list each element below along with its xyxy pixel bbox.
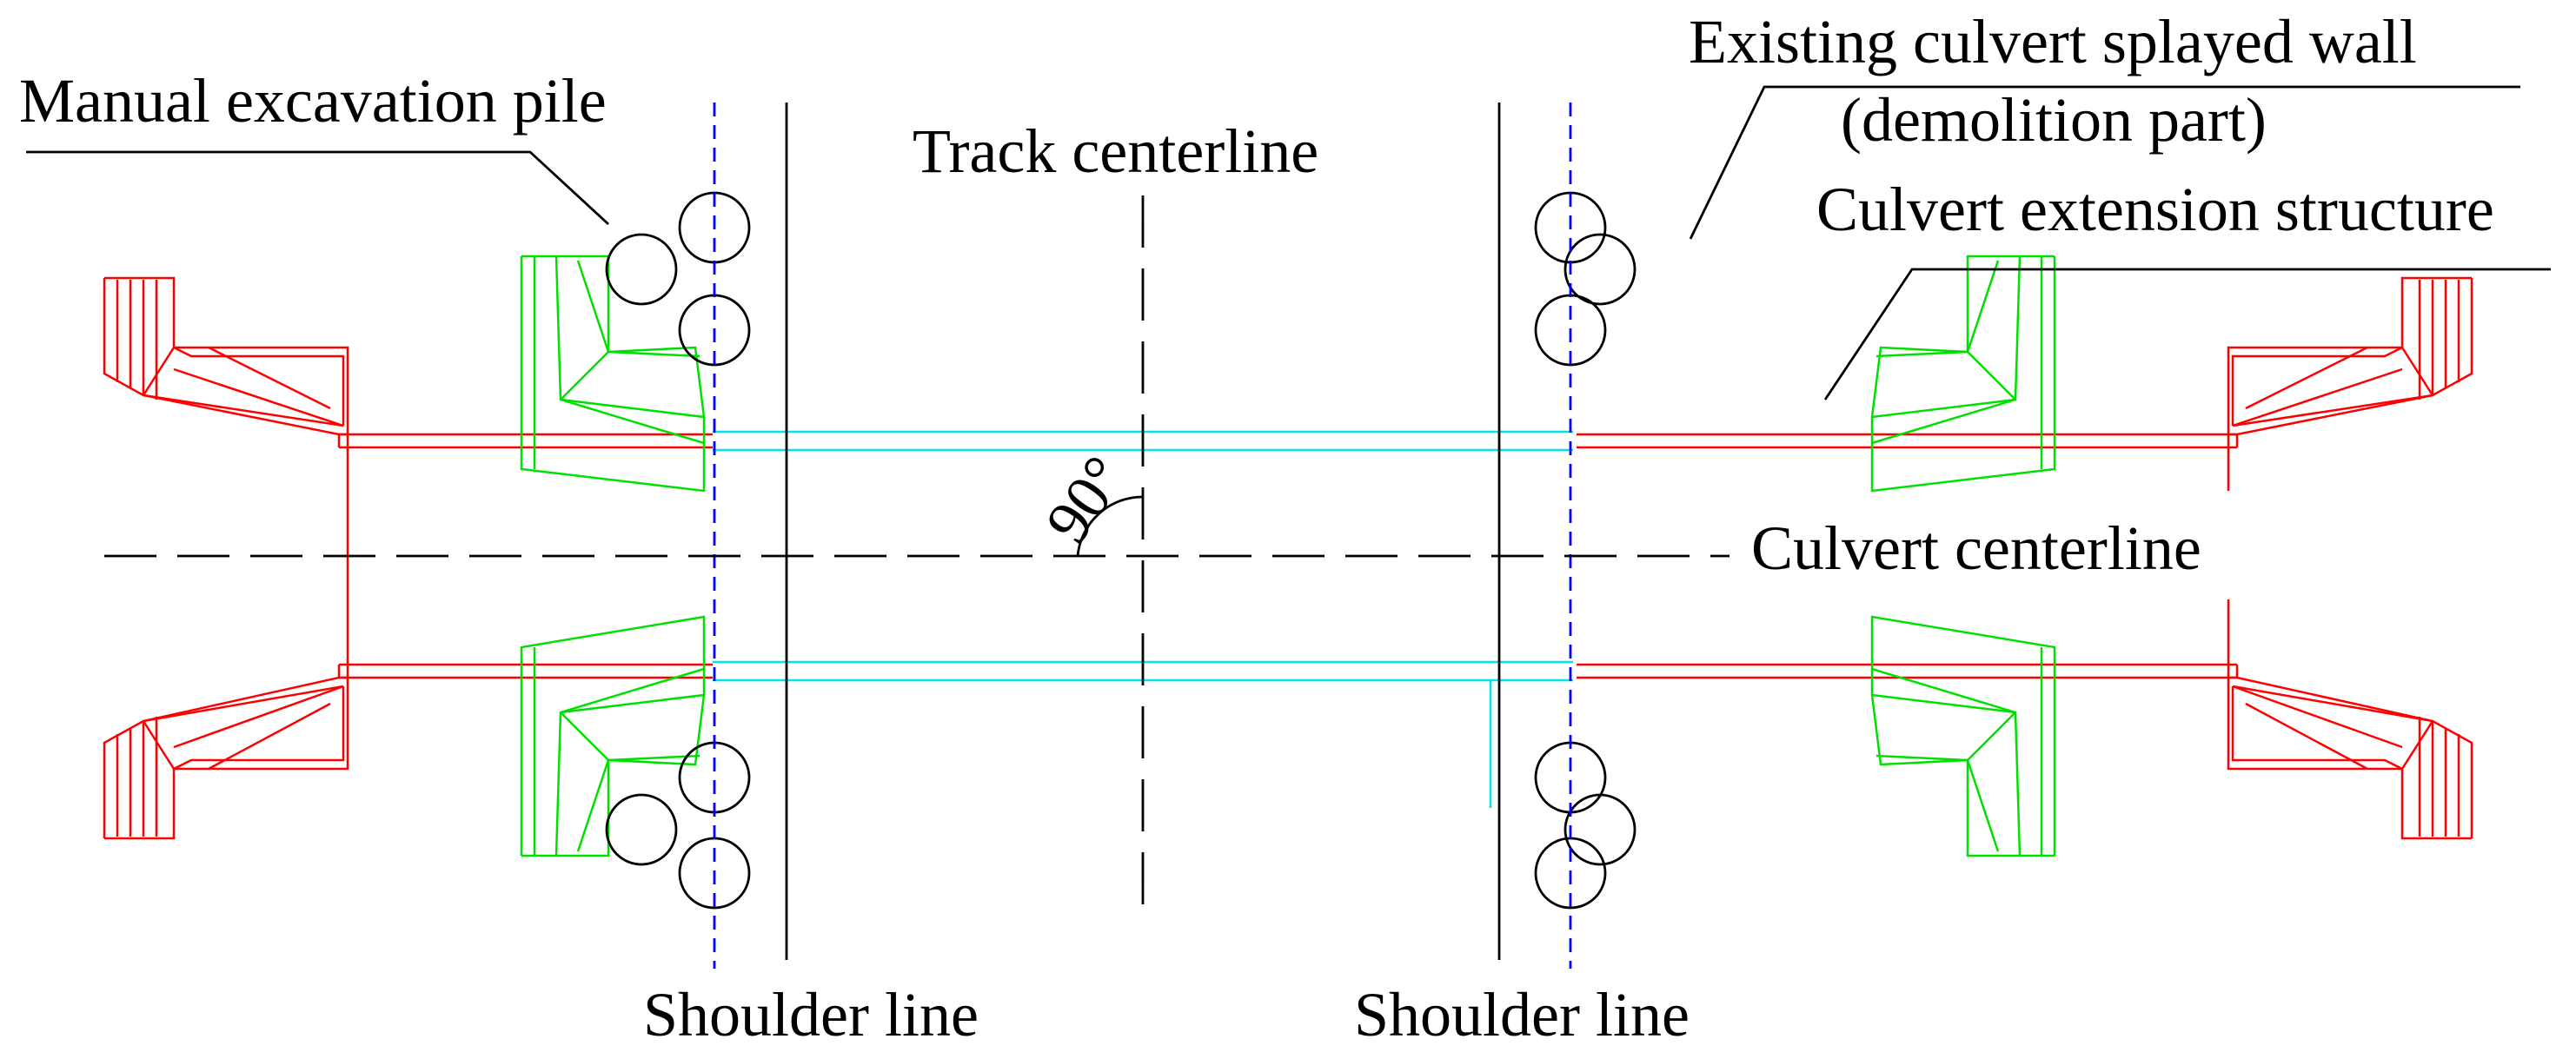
label-shoulder-left: Shoulder line [643, 980, 979, 1049]
left-half-structures [103, 191, 751, 910]
shoulder-lines [785, 103, 1501, 960]
right-half-structures [1534, 191, 2473, 910]
manual-excavation-piles-right [1534, 191, 1637, 910]
leader-extension-structure [1823, 268, 2551, 400]
leader-manual-pile [26, 150, 609, 226]
extension-wing-top-right [2227, 276, 2473, 436]
extension-wing-top-left [103, 276, 349, 436]
extension-wing-bottom-left [103, 676, 349, 840]
angle-arc [1076, 495, 1144, 557]
label-existing-wall-line2: (demolition part) [1841, 85, 2267, 155]
pile-circle [1564, 233, 1637, 306]
existing-wall-bottom-left [520, 615, 706, 857]
pile-circle [605, 793, 678, 866]
label-angle: 90° [1032, 444, 1139, 555]
existing-wall-top-left [520, 255, 706, 493]
label-extension-structure: Culvert extension structure [1816, 175, 2494, 244]
label-existing-wall-line1: Existing culvert splayed wall [1689, 7, 2417, 76]
manual-excavation-piles-left [605, 191, 751, 910]
label-shoulder-right: Shoulder line [1354, 980, 1690, 1049]
pile-circle [1564, 793, 1637, 866]
leader-existing-wall [1689, 85, 2520, 240]
label-manual-pile: Manual excavation pile [19, 66, 607, 136]
centerlines [104, 195, 1730, 912]
pile-circle [678, 741, 751, 814]
leader-lines [26, 85, 2551, 400]
pile-circle [605, 233, 678, 306]
pile-axis-lines [713, 103, 1572, 969]
existing-wall-top-right [1870, 255, 2056, 493]
extension-wing-bottom-right [2227, 676, 2473, 840]
extension-barrel-right [1577, 433, 2239, 679]
label-track-centerline: Track centerline [913, 116, 1318, 186]
existing-wall-bottom-right [1870, 615, 2056, 857]
label-culvert-centerline: Culvert centerline [1751, 513, 2201, 583]
pile-circle [1534, 741, 1607, 814]
